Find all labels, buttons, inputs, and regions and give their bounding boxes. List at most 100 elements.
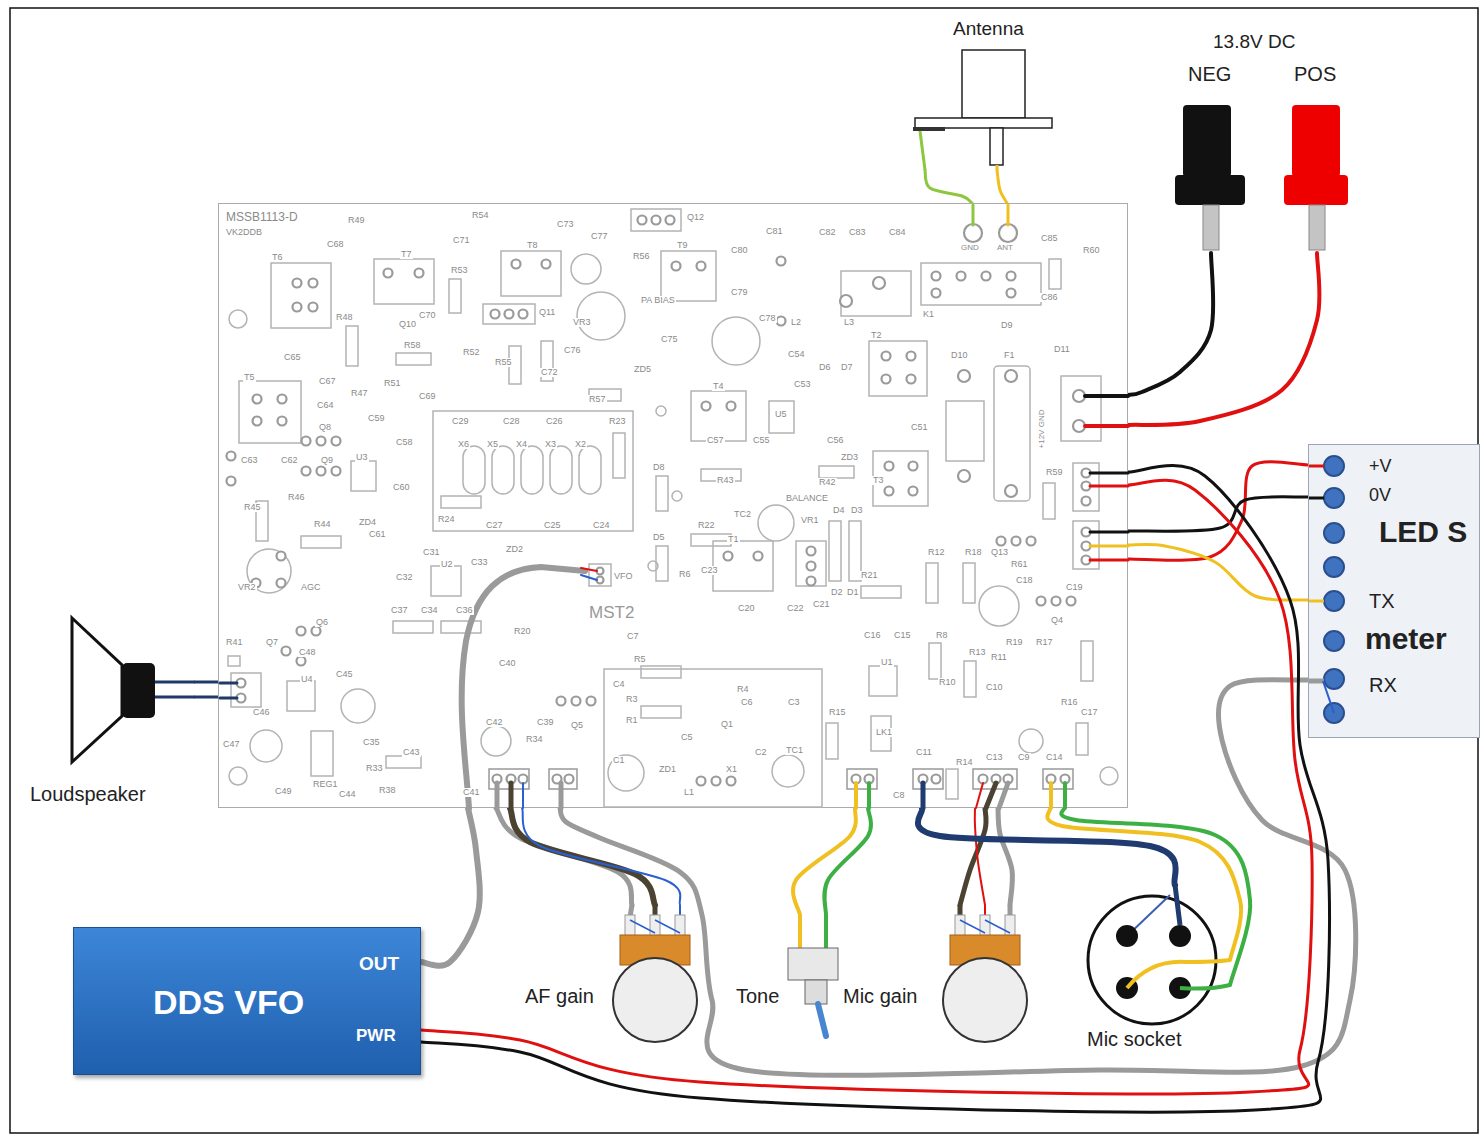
node-label: meter — [1365, 622, 1447, 657]
wire — [496, 808, 680, 905]
label-holder: T2 — [870, 331, 883, 340]
part-label: R44 — [313, 520, 332, 529]
part-label: D1 — [846, 588, 860, 597]
label-holder: R57 — [588, 395, 607, 404]
part-label: R19 — [1005, 638, 1024, 647]
label-holder: C75 — [660, 335, 679, 344]
part-label: U5 — [774, 410, 788, 419]
label-holder: C27 — [485, 521, 504, 530]
part-label: C6 — [740, 698, 754, 707]
part-label: U2 — [440, 560, 454, 569]
pcb-silkscreen — [219, 204, 1129, 809]
part-label: R22 — [697, 521, 716, 530]
label-holder: C79 — [730, 288, 749, 297]
node-label: PWR — [356, 1026, 396, 1046]
label-holder: C23 — [700, 566, 719, 575]
part-label: Q9 — [320, 456, 334, 465]
node-label: POS — [1294, 63, 1336, 86]
part-label: U3 — [355, 453, 369, 462]
label-holder: Q6 — [315, 618, 329, 627]
label-holder: R4 — [736, 685, 750, 694]
label-holder: R49 — [347, 216, 366, 225]
part-label: R56 — [632, 252, 651, 261]
part-label: C2 — [754, 748, 768, 757]
part-label: REG1 — [312, 780, 339, 789]
label-holder: R54 — [471, 211, 490, 220]
part-label: ZD2 — [505, 545, 524, 554]
part-label: R1 — [625, 716, 639, 725]
part-label: C65 — [283, 353, 302, 362]
part-label: R45 — [243, 503, 262, 512]
part-label: R3 — [625, 695, 639, 704]
part-label: C9 — [1017, 753, 1031, 762]
part-label: X4 — [515, 440, 528, 449]
part-label: C8 — [892, 791, 906, 800]
text-holder: Loudspeaker — [30, 783, 146, 806]
label-holder: C9 — [1017, 753, 1031, 762]
label-holder: ANT — [996, 244, 1014, 252]
label-holder: Q12 — [686, 213, 705, 222]
part-label: C42 — [485, 718, 504, 727]
label-holder: R3 — [625, 695, 639, 704]
label-holder: R13 — [968, 648, 987, 657]
part-label: C75 — [660, 335, 679, 344]
label-holder: R21 — [860, 571, 879, 580]
part-label: R49 — [347, 216, 366, 225]
node-label: Antenna — [953, 18, 1024, 40]
part-label: X6 — [457, 440, 470, 449]
part-label: C32 — [395, 573, 414, 582]
label-holder: F1 — [1003, 351, 1016, 360]
label-holder: VR1 — [800, 516, 820, 525]
label-holder: TC2 — [733, 510, 752, 519]
part-label: R15 — [828, 708, 847, 717]
part-label: T5 — [243, 373, 256, 382]
label-holder: C31 — [422, 548, 441, 557]
label-holder: C86 — [1040, 293, 1059, 302]
label-holder: D5 — [652, 533, 666, 542]
part-label: C27 — [485, 521, 504, 530]
part-label: C1 — [612, 756, 626, 765]
label-holder: BALANCE — [785, 494, 829, 503]
label-holder: T1 — [727, 535, 740, 544]
label-holder: C67 — [318, 377, 337, 386]
label-holder: R41 — [225, 638, 244, 647]
part-label: R20 — [513, 627, 532, 636]
part-label: R42 — [818, 478, 837, 487]
potentiometer-symbol — [841, 905, 1031, 1045]
mic-gain-pot: Mic gain — [841, 905, 1031, 1045]
part-label: C15 — [893, 631, 912, 640]
label-holder: C26 — [545, 417, 564, 426]
part-label: C57 — [706, 436, 725, 445]
label-holder: C65 — [283, 353, 302, 362]
part-label: C37 — [390, 606, 409, 615]
part-label: C44 — [338, 790, 357, 799]
label-holder: R38 — [378, 786, 397, 795]
node-label: NEG — [1188, 63, 1231, 86]
part-label: MST2 — [588, 604, 635, 621]
part-label: AGC — [300, 583, 322, 592]
label-holder: REG1 — [312, 780, 339, 789]
label-holder: GND — [960, 244, 980, 252]
part-label: R33 — [365, 764, 384, 773]
part-label: Q13 — [990, 548, 1009, 557]
part-label: C48 — [298, 648, 317, 657]
label-holder: C40 — [498, 659, 517, 668]
wire-strand — [1128, 497, 1308, 532]
part-label: C59 — [367, 414, 386, 423]
label-holder: R12 — [927, 548, 946, 557]
part-label: C16 — [863, 631, 882, 640]
node-label: +V — [1369, 456, 1392, 477]
label-holder: U5 — [774, 410, 788, 419]
label-holder: C60 — [392, 483, 411, 492]
node-label: OUT — [359, 953, 399, 975]
label-holder: ZD2 — [505, 545, 524, 554]
label-holder: C77 — [590, 232, 609, 241]
label-holder: C76 — [563, 346, 582, 355]
label-holder: C62 — [280, 456, 299, 465]
part-label: C49 — [274, 787, 293, 796]
part-label: R58 — [403, 341, 422, 350]
label-holder: U1 — [880, 658, 894, 667]
part-label: C20 — [737, 604, 756, 613]
part-label: L2 — [790, 318, 802, 327]
